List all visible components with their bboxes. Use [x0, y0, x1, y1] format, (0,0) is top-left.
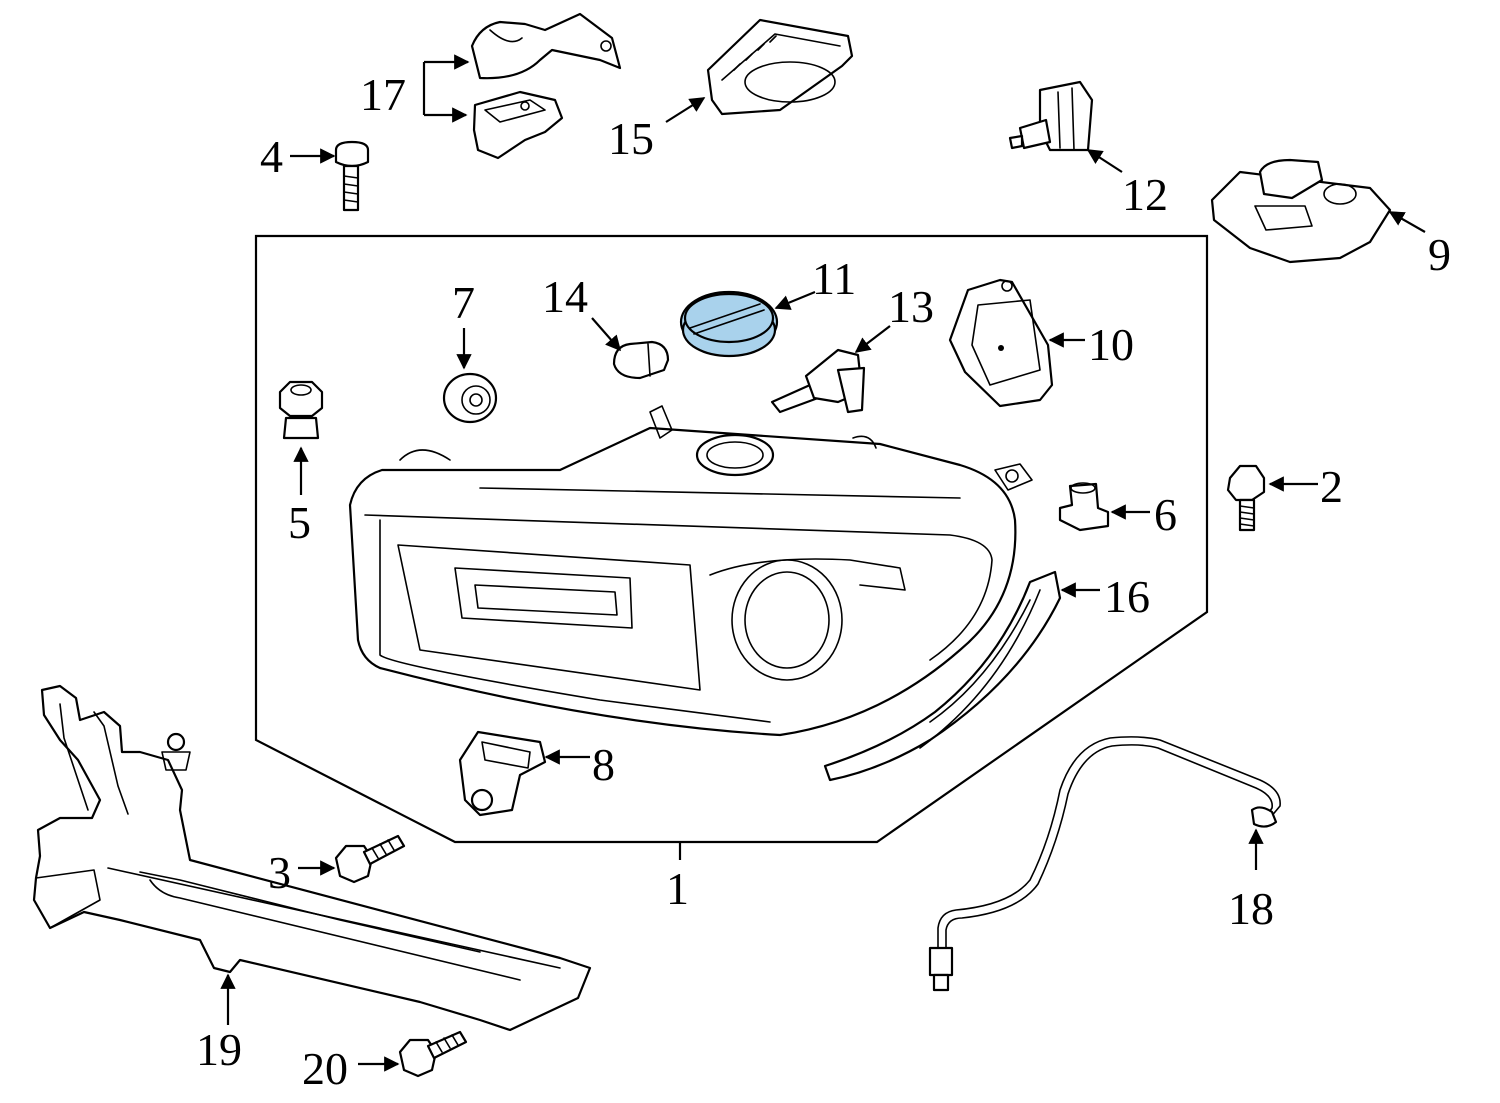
bulb-small[interactable]: [612, 340, 670, 380]
callout-8: 8: [592, 739, 615, 790]
bolt-3[interactable]: [334, 834, 406, 884]
carrier-frame[interactable]: [32, 684, 592, 1032]
retainer-clip[interactable]: [1058, 482, 1110, 532]
control-module[interactable]: [706, 18, 854, 116]
igniter-plate[interactable]: [948, 278, 1054, 408]
callout-18: 18: [1228, 883, 1274, 934]
callout-5: 5: [288, 497, 311, 548]
callout-11: 11: [812, 253, 856, 304]
headlamp-housing[interactable]: [348, 405, 1033, 737]
mounting-brackets[interactable]: [470, 12, 622, 160]
callout-17: 17: [360, 69, 406, 120]
callout-4: 4: [260, 131, 283, 182]
callout-2: 2: [1320, 461, 1343, 512]
callout-14: 14: [542, 271, 588, 322]
callout-15: 15: [608, 113, 654, 164]
callout-9: 9: [1428, 229, 1451, 280]
callout-16: 16: [1104, 571, 1150, 622]
adjuster-nut[interactable]: [278, 380, 324, 440]
trim-strip[interactable]: [823, 570, 1062, 782]
ballast-unit[interactable]: [1210, 158, 1392, 264]
assembly-boundary: [254, 234, 1209, 844]
bolt-20[interactable]: [398, 1030, 468, 1078]
callout-12: 12: [1122, 169, 1168, 220]
leader-lines: [220, 54, 1426, 1072]
callout-3: 3: [268, 847, 291, 898]
hid-bulb[interactable]: [1008, 80, 1094, 152]
callout-labels: 1 2 3 4 5 6 7 8 9 10 11 12 13 14 15 16 1…: [196, 69, 1451, 1094]
callout-19: 19: [196, 1024, 242, 1075]
callout-1: 1: [666, 863, 689, 914]
wiring-harness[interactable]: [928, 736, 1281, 992]
lower-bracket[interactable]: [458, 730, 547, 817]
callout-10: 10: [1088, 319, 1134, 370]
dust-cap-highlighted[interactable]: [679, 290, 779, 358]
callout-13: 13: [888, 281, 934, 332]
grommet[interactable]: [442, 372, 498, 424]
callout-6: 6: [1154, 489, 1177, 540]
bolt-2[interactable]: [1226, 464, 1266, 532]
callout-7: 7: [452, 277, 475, 328]
bolt-4[interactable]: [334, 140, 370, 212]
halogen-bulb[interactable]: [770, 348, 866, 414]
callout-20: 20: [302, 1043, 348, 1094]
